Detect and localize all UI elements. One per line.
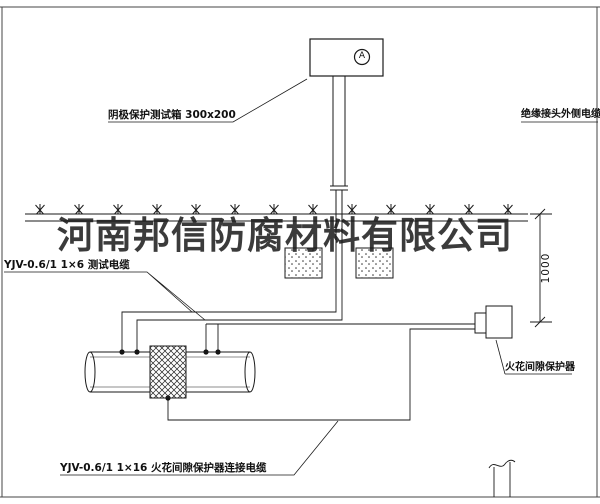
pipe-break-symbol bbox=[488, 459, 516, 497]
outer-cable-label: 绝缘接头外侧电缆 bbox=[521, 109, 600, 120]
pipeline bbox=[84, 345, 256, 399]
dimension-text: 1000 bbox=[540, 252, 552, 284]
spark-gap-protector-symbol bbox=[474, 305, 513, 339]
test-cable-label: YJV-0.6/1 1×6 测试电缆 bbox=[4, 259, 130, 271]
test-box-label: 阴极保护测试箱 300x200 bbox=[108, 109, 236, 121]
ammeter-letter: A bbox=[358, 51, 366, 61]
watermark-text: 河南邦信防腐材料有限公司 bbox=[57, 213, 513, 257]
concrete-blocks bbox=[284, 247, 394, 279]
ground-line bbox=[25, 203, 528, 222]
ammeter-circle-icon bbox=[353, 48, 371, 66]
dimension-line bbox=[530, 208, 552, 328]
leader-lines bbox=[4, 78, 598, 476]
test-box-symbol bbox=[309, 38, 384, 77]
sheet-frame bbox=[0, 6, 600, 498]
conduit-riser bbox=[330, 76, 348, 280]
cable-routes bbox=[119, 280, 475, 421]
insulating-joint bbox=[149, 345, 187, 399]
spark-protector-label: 火花间隙保护器 bbox=[505, 362, 575, 373]
spark-cable-label: YJV-0.6/1 1×16 火花间隙保护器连接电缆 bbox=[60, 462, 267, 474]
